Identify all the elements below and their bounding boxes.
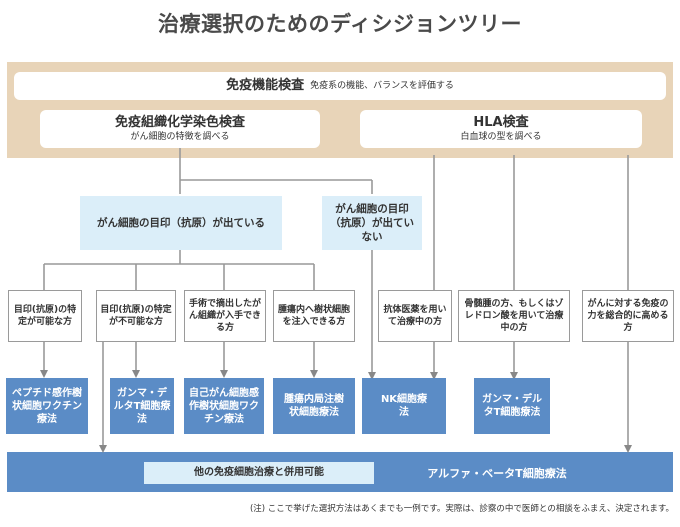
therapy-box: ガンマ・デルタT細胞療法	[474, 378, 550, 434]
condition-box: 腫瘍内へ樹状細胞を注入できる方	[273, 290, 355, 342]
immune-function-test-desc: 免疫系の機能、バランスを評価する	[310, 81, 454, 91]
hla-test-title: HLA検査	[473, 115, 529, 130]
immunohistochemistry-title: 免疫組織化学染色検査	[114, 115, 245, 130]
condition-box: 骨髄腫の方、もしくはゾレドロン酸を用いて治療中の方	[458, 290, 570, 342]
hla-test-desc: 白血球の型を調べる	[460, 132, 542, 142]
condition-box: 抗体医薬を用いて治療中の方	[378, 290, 452, 342]
alpha-beta-t-cell-therapy: アルファ・ベータT細胞療法	[427, 467, 567, 480]
therapy-box: 自己がん細胞感作樹状細胞ワクチン療法	[184, 378, 264, 434]
condition-box: 目印(抗原)の特定が可能な方	[8, 290, 82, 342]
therapy-box: ペプチド感作樹状細胞ワクチン療法	[6, 378, 88, 434]
immune-function-test-box: 免疫機能検査 免疫系の機能、バランスを評価する	[14, 72, 666, 100]
condition-box: 目印(抗原)の特定が不可能な方	[96, 290, 176, 342]
hla-test-box: HLA検査 白血球の型を調べる	[360, 110, 642, 148]
immunohistochemistry-box: 免疫組織化学染色検査 がん細胞の特徴を調べる	[40, 110, 320, 148]
page-title: 治療選択のためのディシジョンツリー	[157, 12, 523, 36]
antigen-absent-box: がん細胞の目印（抗原）が出ていない	[322, 196, 422, 250]
combination-badge: 他の免疫細胞治療と併用可能	[144, 462, 374, 484]
footnote: (注) ここで挙げた選択方法はあくまでも一例です。実際は、診察の中で医師との相談…	[249, 504, 674, 514]
antigen-present-box: がん細胞の目印（抗原）が出ている	[80, 196, 282, 250]
condition-box: がんに対する免疫の力を総合的に高める方	[582, 290, 674, 342]
immune-function-test-title: 免疫機能検査	[226, 78, 305, 93]
therapy-box: NK細胞療法	[362, 378, 446, 434]
immunohistochemistry-desc: がん細胞の特徴を調べる	[130, 132, 230, 142]
condition-box: 手術で摘出したがん組織が入手できる方	[184, 290, 266, 342]
therapy-box: 腫瘍内局注樹状細胞療法	[273, 378, 355, 434]
therapy-box: ガンマ・デルタT細胞療法	[110, 378, 174, 434]
